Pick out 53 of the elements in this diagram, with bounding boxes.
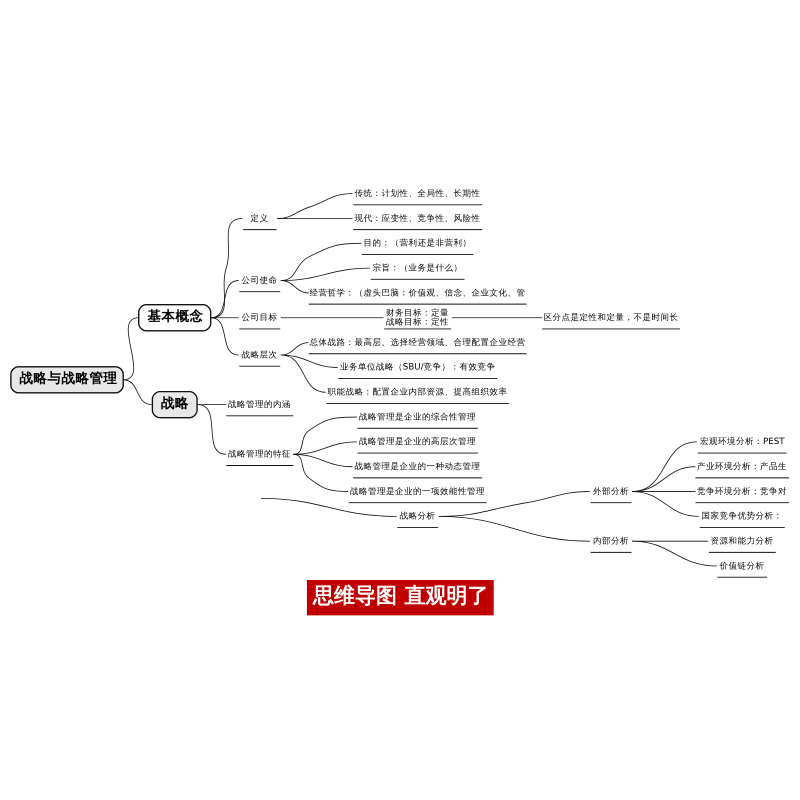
connector: [280, 354, 338, 368]
node-text: 战略管理是企业的一种动态管理: [354, 462, 481, 472]
node-text: 产业环境分析：产品生: [697, 462, 788, 472]
connector: [197, 404, 227, 455]
node-text: 财务目标：定量 战略目标：定性: [386, 308, 450, 328]
node-text: 战略分析: [400, 512, 436, 522]
node-text: 公司目标: [242, 313, 278, 324]
connector: [122, 379, 152, 406]
node-text: 内部分析: [593, 536, 629, 546]
connector: [280, 317, 384, 318]
node-text: 现代：应变性、竞争性、风险性: [354, 214, 481, 224]
connector: [210, 218, 243, 318]
node-text: 战略管理的特征: [228, 450, 292, 460]
node-text: 战略层次: [242, 350, 278, 360]
node-text: 目的：（营利还是非营利）: [364, 238, 472, 249]
node-text: 区分点是定性和定量，不是时间长: [544, 313, 678, 324]
node-text: 传统：计划性、全局性、长期性: [354, 188, 481, 199]
connector: [280, 354, 326, 393]
connector: [210, 317, 240, 356]
node-text: 战略管理是企业的高层次管理: [359, 437, 476, 448]
connector: [292, 416, 358, 455]
node-text: 宗旨：（业务是什么）: [372, 263, 463, 274]
connector: [276, 218, 353, 219]
connector: [210, 280, 240, 318]
node-text: 宏观环境分析：PEST: [700, 437, 785, 448]
node-text: 经营哲学：（虚头巴脑：价值观、信念、企业文化、管: [310, 288, 526, 298]
node-text: 资源和能力分析: [710, 536, 774, 546]
node-text: 竞争环境分析：竞争对: [697, 486, 788, 497]
node-text: 国家竞争优势分析：: [702, 512, 783, 522]
node-text: 战略管理是企业的一项效能性管理: [350, 486, 486, 497]
node-text: 定义: [250, 214, 269, 224]
connector: [122, 317, 140, 380]
caption: 思维导图 直观明了: [313, 582, 488, 608]
node-box: 战略与战略管理: [10, 366, 124, 394]
connector: [276, 193, 353, 219]
node-text: 总体战路：最高层、选择经营领域、合理配置企业经营: [310, 338, 526, 348]
connector: [632, 491, 700, 517]
connector: [280, 268, 370, 281]
node-text: 战略管理的内涵: [228, 400, 292, 410]
connector: [280, 280, 310, 294]
node-text: 公司使命: [242, 276, 278, 286]
connector: [451, 317, 543, 318]
node-box: 战略: [152, 390, 198, 418]
connector: [632, 540, 718, 566]
node-box: 基本概念: [138, 304, 212, 332]
node-text: 价值链分析: [720, 561, 765, 572]
connector: [438, 516, 590, 542]
node-text: 战略管理是企业的综合性管理: [359, 412, 476, 422]
node-text: 外部分析: [593, 486, 629, 497]
node-text: 业务单位战略（SBU/竞争）：有效竞争: [340, 362, 496, 373]
connector: [260, 498, 397, 517]
connector: [292, 454, 349, 492]
node-text: 职能战略：配置企业内部资源、提高组织效率: [328, 388, 508, 398]
